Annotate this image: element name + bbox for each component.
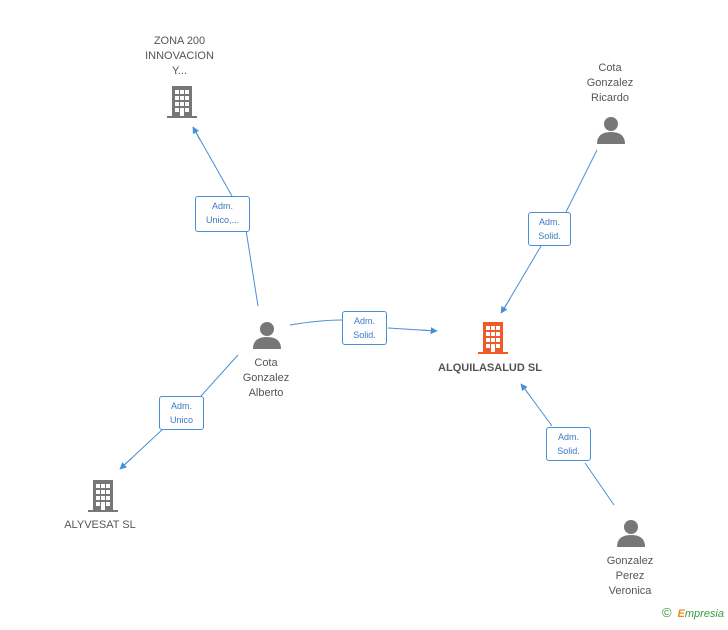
- node-label-alquilasalud[interactable]: ALQUILASALUD SL: [438, 362, 542, 374]
- person-icon[interactable]: [253, 322, 281, 349]
- main-building-icon[interactable]: [478, 322, 508, 354]
- edge-label-veronica-alquila[interactable]: Adm. Solid.: [546, 427, 591, 461]
- person-icon[interactable]: [597, 117, 625, 144]
- person-icon[interactable]: [617, 520, 645, 547]
- node-label-cota-ricardo[interactable]: Cota Gonzalez Ricardo: [586, 62, 634, 104]
- edge-label-alberto-zona[interactable]: Adm. Unico,...: [195, 196, 250, 232]
- edge-veronica-alquila-head: [520, 383, 531, 397]
- edge-alberto-zona-head: [192, 126, 201, 141]
- node-label-alyvesat[interactable]: ALYVESAT SL: [64, 519, 136, 531]
- edge-label-ricardo-alquila[interactable]: Adm. Solid.: [528, 212, 571, 246]
- edge-ricardo-alquila-head: [500, 298, 511, 314]
- node-label-cota-alberto[interactable]: Cota Gonzalez Alberto: [242, 357, 290, 399]
- building-icon[interactable]: [167, 86, 197, 118]
- copyright-symbol: ©: [661, 605, 672, 620]
- edge-alberto-alquila-head: [419, 327, 438, 335]
- brand-logo-text: mpresia: [684, 608, 724, 620]
- brand-logo-initial: E: [677, 608, 685, 620]
- edge-label-alberto-alquila[interactable]: Adm. Solid.: [342, 311, 387, 345]
- brand-footer: © Empresia: [662, 605, 724, 620]
- node-label-zona200[interactable]: ZONA 200 INNOVACION Y...: [145, 35, 214, 77]
- building-icon[interactable]: [88, 480, 118, 512]
- edge-alberto-alyvesat-head: [119, 457, 133, 470]
- edge-label-alberto-alyvesat[interactable]: Adm. Unico: [159, 396, 204, 430]
- node-label-gonzalez-veronica[interactable]: Gonzalez Perez Veronica: [606, 555, 654, 597]
